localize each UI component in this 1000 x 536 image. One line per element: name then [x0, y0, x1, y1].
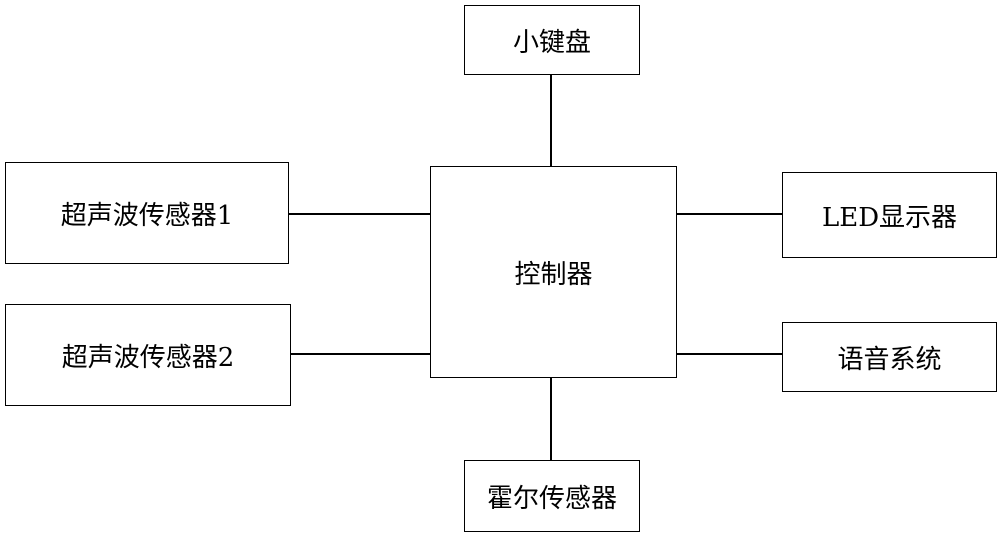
- ultrasonic-sensor-2-box: 超声波传感器2: [5, 304, 291, 406]
- ultrasonic-sensor-1-label: 超声波传感器1: [60, 200, 234, 231]
- controller-box: 控制器: [430, 166, 677, 378]
- ultrasonic-sensor-2-label: 超声波传感器2: [61, 342, 235, 373]
- led-display-box: LED显示器: [782, 172, 997, 258]
- ultrasonic-sensor-1-box: 超声波传感器1: [5, 162, 289, 264]
- voice-system-box: 语音系统: [782, 322, 997, 392]
- keypad-label: 小键盘: [512, 27, 591, 58]
- led-display-label: LED显示器: [821, 202, 958, 233]
- connector-ultrasonic1-controller: [288, 213, 431, 215]
- voice-system-label: 语音系统: [837, 344, 942, 375]
- hall-sensor-label: 霍尔传感器: [486, 483, 617, 514]
- connector-keypad-controller: [550, 74, 552, 167]
- keypad-box: 小键盘: [464, 5, 640, 75]
- connector-controller-led: [676, 213, 783, 215]
- connector-controller-voice: [676, 353, 783, 355]
- controller-label: 控制器: [514, 259, 593, 290]
- hall-sensor-box: 霍尔传感器: [464, 460, 640, 532]
- connector-ultrasonic2-controller: [290, 353, 431, 355]
- connector-controller-hall: [550, 377, 552, 461]
